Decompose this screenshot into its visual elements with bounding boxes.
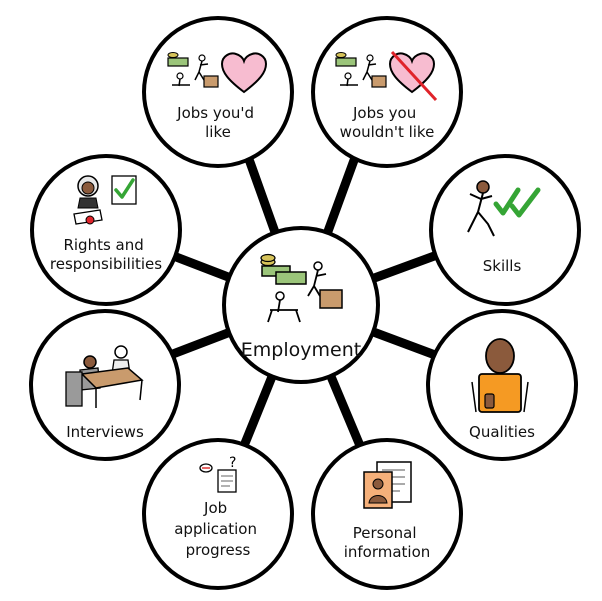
personal-documents-icon [363,461,412,509]
svg-text:?: ? [229,455,236,471]
work-icon [335,52,387,88]
node-jobs-like-label: Jobs you'd like [176,104,259,141]
node-job-application-progress-label: Job application progress [174,499,262,559]
node-interviews[interactable]: Interviews [29,309,181,461]
node-job-application-progress-circle [142,438,294,590]
node-skills-label: Skills [483,257,522,275]
node-employment[interactable]: Employment [222,226,380,384]
node-jobs-not-like-circle [311,16,463,168]
application-form-icon: ? [199,455,237,493]
work-icon [167,52,219,88]
node-jobs-like[interactable]: Jobs you'd like [142,16,294,168]
node-personal-information[interactable]: Personal information [311,438,463,590]
node-skills[interactable]: Skills [429,154,581,306]
node-job-application-progress[interactable]: ? Job application progress [142,438,294,590]
employment-icon [260,253,343,323]
node-rights-responsibilities-label: Rights and responsibilities [50,236,162,273]
node-skills-circle [429,154,581,306]
judge-scroll-icon [73,175,137,225]
node-qualities-label: Qualities [469,423,535,441]
skills-icon [467,180,541,237]
node-jobs-not-like-label: Jobs you wouldn't like [340,104,435,141]
interview-desk-icon [65,345,144,408]
person-thumbs-up-icon [471,338,529,413]
node-jobs-like-circle [142,16,294,168]
node-rights-responsibilities[interactable]: Rights and responsibilities [30,154,182,306]
node-qualities[interactable]: Qualities [426,309,578,461]
heart-icon [220,52,268,94]
node-rights-responsibilities-circle [30,154,182,306]
crossed-heart-icon [388,50,438,102]
node-personal-information-label: Personal information [344,524,431,561]
node-personal-information-circle [311,438,463,590]
node-jobs-not-like[interactable]: Jobs you wouldn't like [311,16,463,168]
center-label: Employment [241,339,361,361]
node-interviews-label: Interviews [66,423,144,441]
